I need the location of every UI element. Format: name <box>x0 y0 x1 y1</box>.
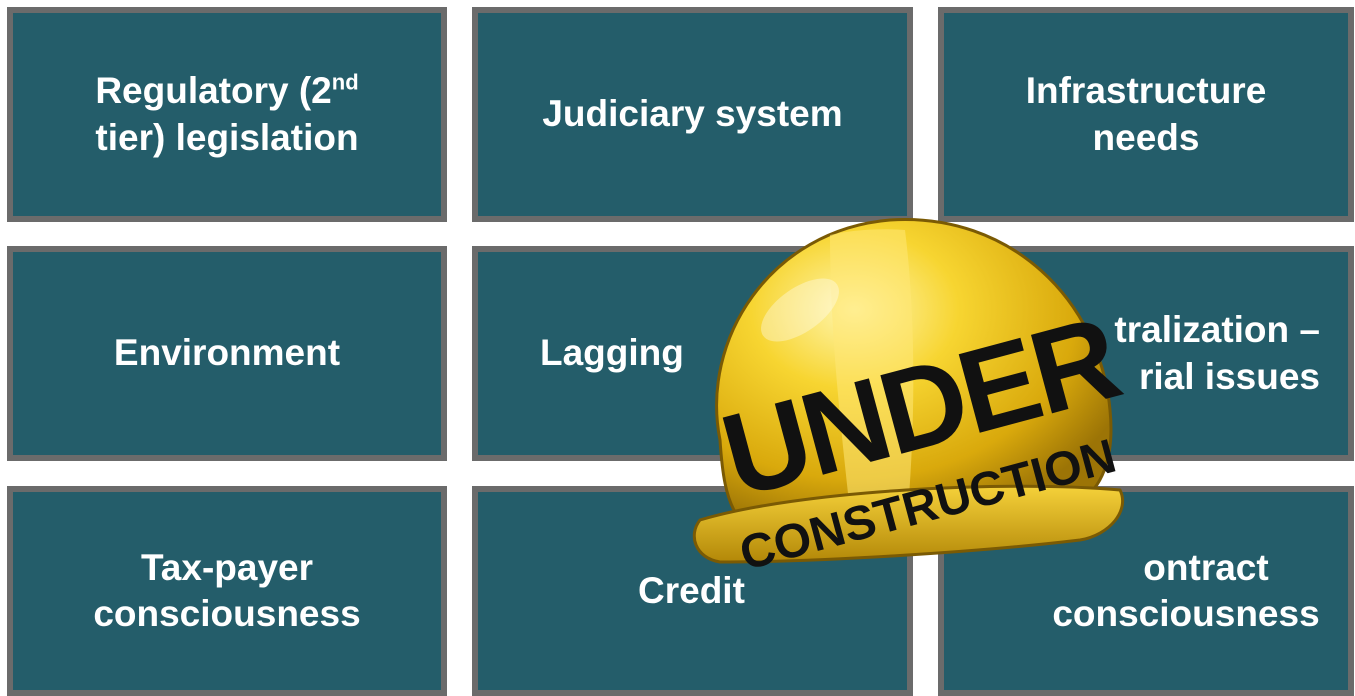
tile-taxpayer: Tax-payer consciousness <box>7 486 447 696</box>
tile-judiciary-label: Judiciary system <box>542 93 843 135</box>
tile-infrastructure: Infrastructure needs <box>938 7 1354 222</box>
tile-regulatory-text-b: tier) legislation <box>95 116 359 158</box>
tile-taxpayer-line2: consciousness <box>93 593 361 634</box>
tile-credit: Credit <box>472 486 913 696</box>
tile-regulatory: Regulatory (2nd tier) legislation <box>7 7 447 222</box>
tile-decentralization-line1: tralization – <box>1114 309 1320 351</box>
tile-lagging: Lagging <box>472 246 913 461</box>
tile-contract-line1: ontract <box>1143 546 1269 588</box>
tile-judiciary: Judiciary system <box>472 7 913 222</box>
tile-environment-label: Environment <box>113 332 341 374</box>
tile-contract: ontract consciousness <box>938 486 1354 696</box>
tile-decentralization: tralization – rial issues <box>938 246 1354 461</box>
tile-environment: Environment <box>7 246 447 461</box>
tile-infrastructure-line2: needs <box>1092 116 1200 158</box>
tile-lagging-label: Lagging <box>540 332 684 374</box>
tile-regulatory-sup: nd <box>331 69 359 95</box>
tile-decentralization-line2: rial issues <box>1138 355 1320 397</box>
tile-taxpayer-line1: Tax-payer <box>140 546 314 588</box>
tile-regulatory-text-a: Regulatory (2 <box>95 70 332 112</box>
tile-credit-label: Credit <box>638 569 745 611</box>
tile-infrastructure-line1: Infrastructure <box>1025 70 1267 112</box>
tile-contract-line2: consciousness <box>1052 593 1320 634</box>
